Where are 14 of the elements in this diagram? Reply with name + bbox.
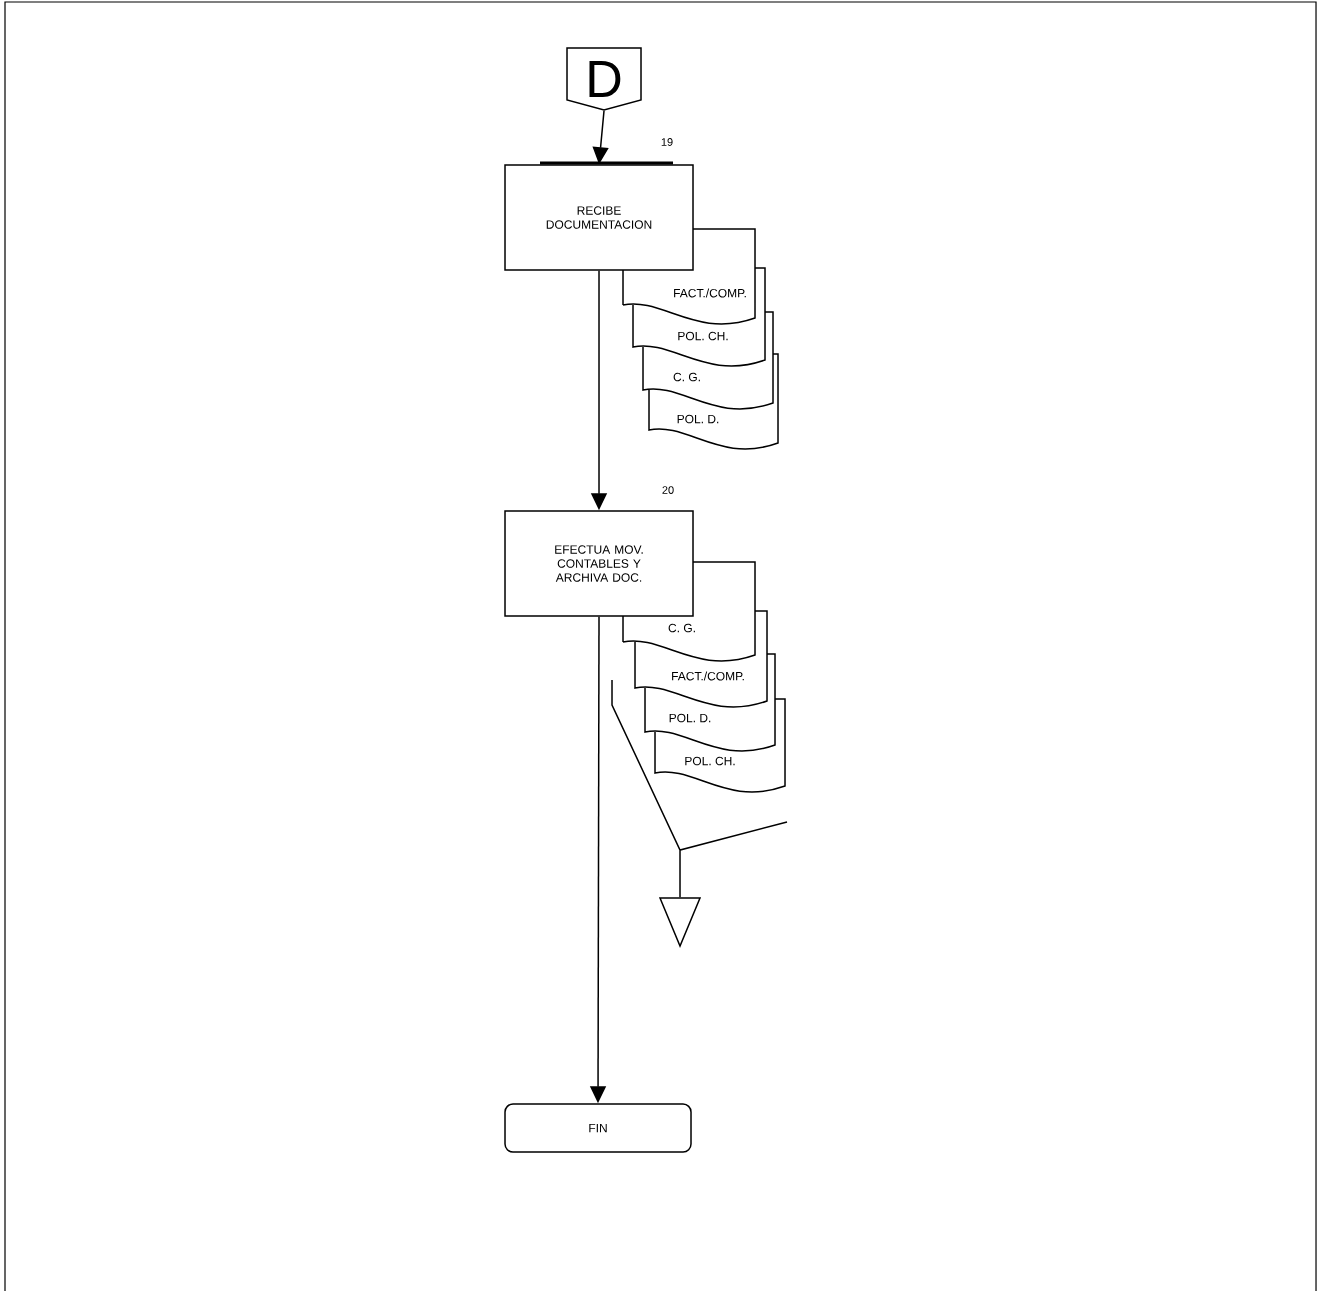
terminal-box: FIN bbox=[504, 1103, 692, 1153]
document-stack: FACT./COMP. POL. CH. C. G. POL. D. bbox=[622, 228, 779, 450]
off-page-connector: D bbox=[566, 47, 642, 111]
node-label: POL. CH. bbox=[678, 331, 728, 341]
node-label: C. G. bbox=[673, 372, 700, 382]
process-box: EFECTUA MOV. CONTABLES Y ARCHIVA DOC. bbox=[504, 510, 694, 617]
node-label: FACT./COMP. bbox=[672, 671, 744, 681]
node-label: POL. CH. bbox=[685, 756, 735, 766]
node-label: POL. D. bbox=[669, 713, 711, 723]
process-box: RECIBE DOCUMENTACION bbox=[504, 164, 694, 271]
archive-funnel bbox=[611, 679, 788, 898]
step-number: 20 bbox=[662, 486, 674, 494]
step-number: 19 bbox=[661, 138, 673, 146]
node-label: POL. D. bbox=[677, 414, 719, 424]
